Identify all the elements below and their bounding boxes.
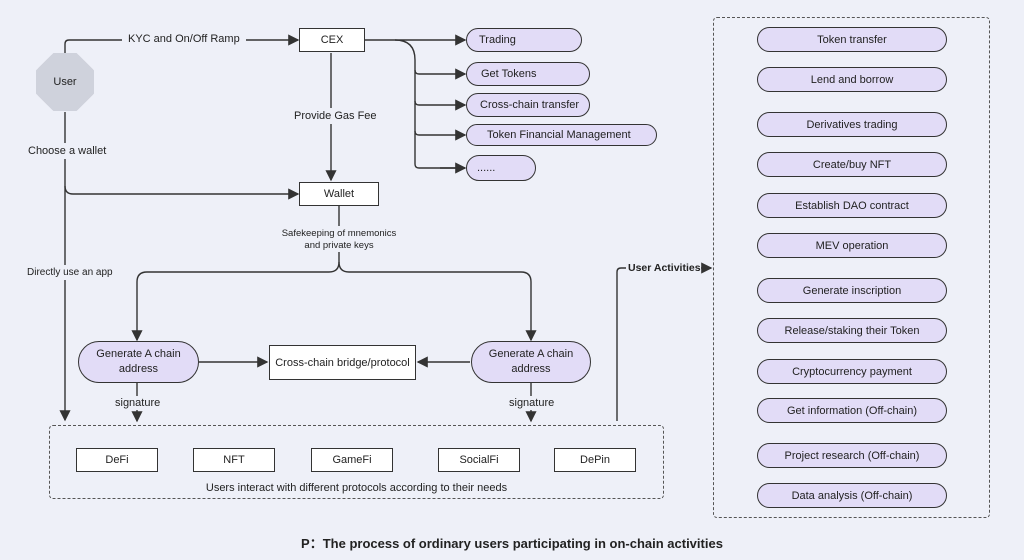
activity-create-buy-nft: Create/buy NFT: [757, 152, 947, 177]
user-activities-label: User Activities: [628, 262, 701, 274]
safekeeping-line-2: and private keys: [304, 240, 374, 251]
activity-get-information: Get information (Off-chain): [757, 398, 947, 423]
user-node: User: [36, 53, 94, 111]
activity-data-analysis: Data analysis (Off-chain): [757, 483, 947, 508]
user-label: User: [37, 54, 93, 110]
activity-establish-dao: Establish DAO contract: [757, 193, 947, 218]
service-cross-chain-transfer: Cross-chain transfer: [466, 93, 590, 117]
generate-address-right: Generate A chain address: [471, 341, 591, 383]
provide-gas-label: Provide Gas Fee: [292, 108, 379, 124]
safekeeping-label: Safekeeping of mnemonics and private key…: [276, 228, 402, 252]
activity-generate-inscription: Generate inscription: [757, 278, 947, 303]
cross-chain-bridge-node: Cross-chain bridge/protocol: [269, 345, 416, 380]
safekeeping-line-1: Safekeeping of mnemonics: [281, 228, 397, 239]
signature-right-label: signature: [509, 397, 555, 409]
activity-derivatives-trading: Derivatives trading: [757, 112, 947, 137]
protocol-depin: DePin: [554, 448, 636, 472]
wallet-node: Wallet: [299, 182, 379, 206]
directly-use-app-label: Directly use an app: [27, 265, 113, 280]
activity-mev-operation: MEV operation: [757, 233, 947, 258]
activity-project-research: Project research (Off-chain): [757, 443, 947, 468]
choose-wallet-label: Choose a wallet: [28, 143, 107, 159]
figure-caption: P：The process of ordinary users particip…: [301, 536, 723, 551]
signature-left-label: signature: [115, 397, 161, 409]
user-activities-container: [713, 17, 990, 518]
service-trading: Trading: [466, 28, 582, 52]
protocol-socialfi: SocialFi: [438, 448, 520, 472]
protocols-container: [49, 425, 664, 499]
activity-release-staking: Release/staking their Token: [757, 318, 947, 343]
kyc-label: KYC and On/Off Ramp: [122, 33, 246, 45]
cex-node: CEX: [299, 28, 365, 52]
protocol-gamefi: GameFi: [311, 448, 393, 472]
protocols-caption: Users interact with different protocols …: [205, 482, 508, 494]
protocol-nft: NFT: [193, 448, 275, 472]
protocol-defi: DeFi: [76, 448, 158, 472]
service-token-financial-management: Token Financial Management: [466, 124, 657, 146]
activity-lend-borrow: Lend and borrow: [757, 67, 947, 92]
activity-token-transfer: Token transfer: [757, 27, 947, 52]
generate-address-left: Generate A chain address: [78, 341, 199, 383]
service-get-tokens: Get Tokens: [466, 62, 590, 86]
activity-crypto-payment: Cryptocurrency payment: [757, 359, 947, 384]
service-more: ......: [466, 155, 536, 181]
